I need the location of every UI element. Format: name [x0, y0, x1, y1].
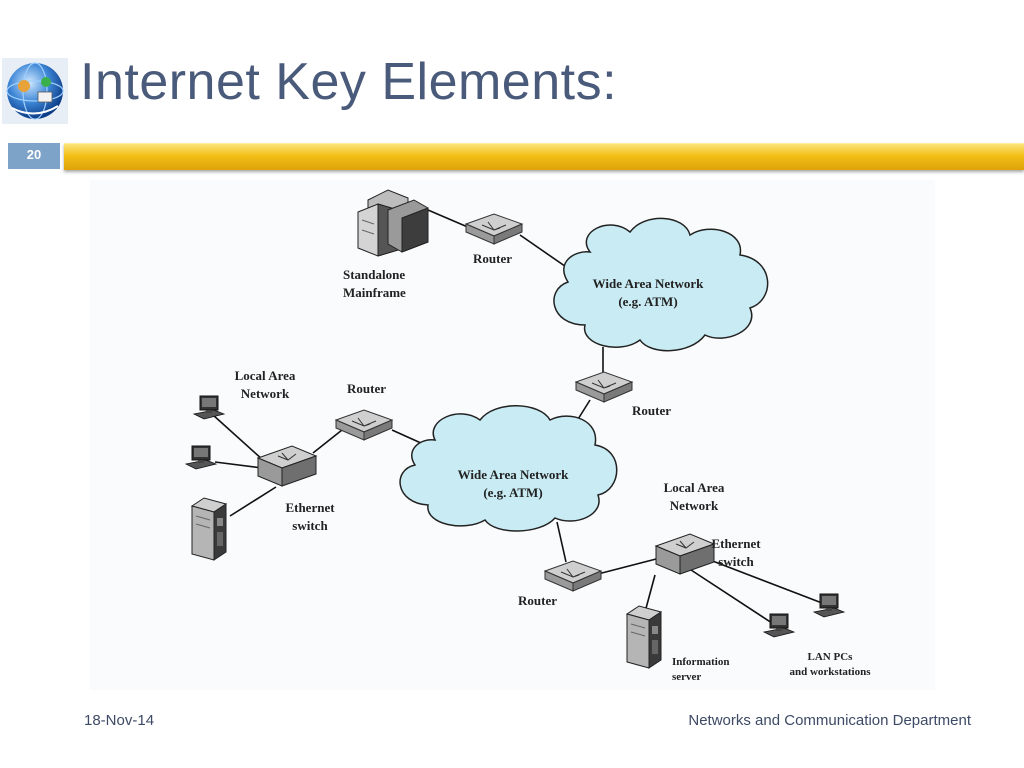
info-server-label-line2: server	[672, 671, 701, 683]
mainframe-icon	[357, 189, 429, 257]
router-bottom-label: Router	[518, 593, 557, 608]
lan-left-label-line1: Local Area	[235, 368, 296, 383]
slide-title: Internet Key Elements:	[80, 53, 618, 111]
mainframe-label-line1: Standalone	[343, 267, 405, 282]
information-server-icon	[626, 605, 662, 669]
wan-center-label-line2: (e.g. ATM)	[483, 485, 542, 500]
wan-cloud-center	[399, 405, 618, 532]
slide-number: 20	[8, 143, 60, 169]
server-left-icon	[191, 497, 227, 561]
wan-cloud-top	[553, 217, 769, 352]
switch-left-label-line1: Ethernet	[285, 500, 335, 515]
info-server-label-line1: Information	[672, 656, 729, 668]
wan-top-label-line2: (e.g. ATM)	[618, 294, 677, 309]
router-top-label: Router	[473, 251, 512, 266]
switch-right-label-line2: switch	[718, 554, 754, 569]
lan-right-label-line2: Network	[670, 498, 719, 513]
lan-pcs-label-line2: and workstations	[790, 666, 872, 678]
ethernet-switch-left-icon	[256, 445, 318, 487]
footer-date: 18-Nov-14	[84, 712, 155, 729]
links	[212, 209, 823, 626]
globe-logo	[2, 58, 68, 124]
wan-top-label-line1: Wide Area Network	[593, 276, 704, 291]
lan-right-label-line1: Local Area	[664, 480, 725, 495]
footer-department: Networks and Communication Department	[688, 712, 971, 729]
router-left-label: Router	[347, 381, 386, 396]
switch-left-label-line2: switch	[292, 518, 328, 533]
router-right-label: Router	[632, 403, 671, 418]
lan-left-label-line2: Network	[241, 386, 290, 401]
accent-bar	[64, 143, 1024, 170]
wan-center-label-line1: Wide Area Network	[458, 467, 569, 482]
lan-pcs-label-line1: LAN PCs	[808, 651, 854, 663]
ethernet-switch-right-icon	[654, 533, 716, 575]
switch-right-label-line1: Ethernet	[711, 536, 761, 551]
mainframe-label-line2: Mainframe	[343, 285, 406, 300]
